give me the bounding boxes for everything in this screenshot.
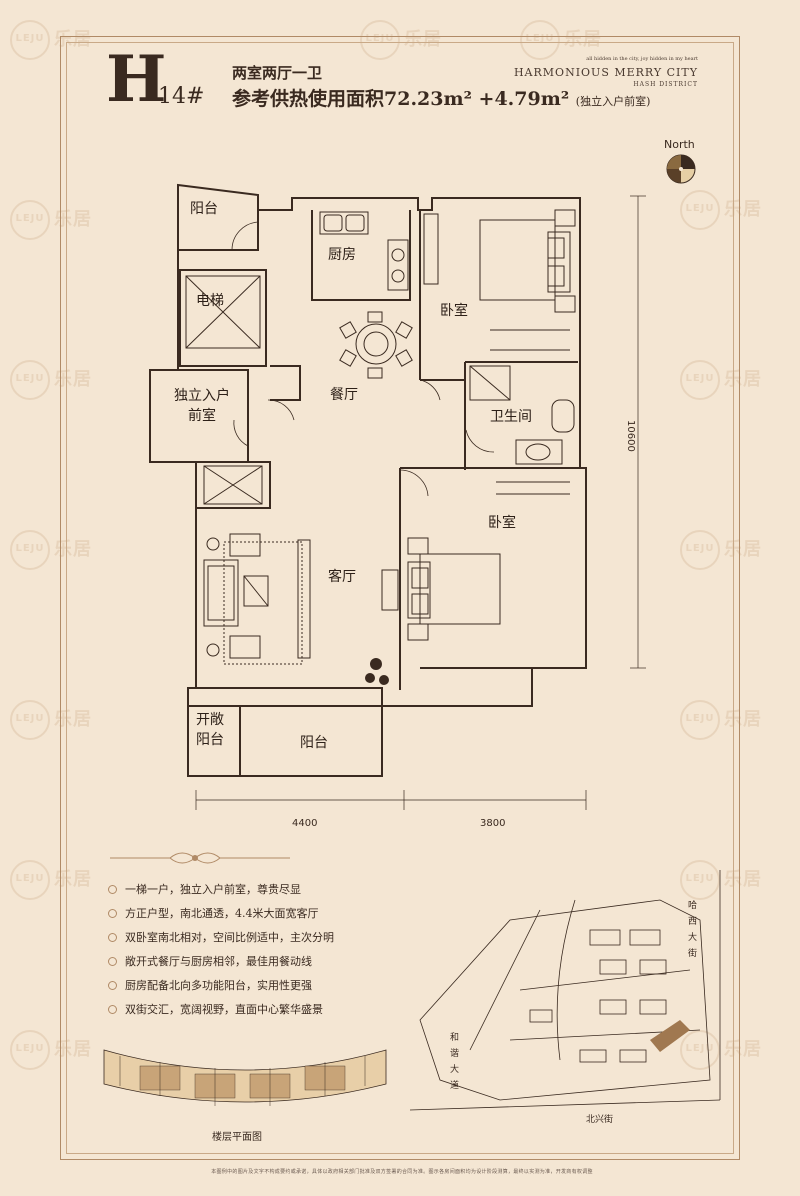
feature-item: 敞开式餐厅与厨房相邻，最佳用餐动线 [108,950,334,974]
dimension-width-left: 4400 [292,818,318,829]
area-description: 参考供热使用面积72.23m² +4.79m² (独立入户前室) [232,88,651,110]
room-label-kitchen: 厨房 [328,247,356,263]
room-label-bathroom: 卫生间 [490,409,532,425]
disclaimer-text: 本图例中的图片及文字不构成要约或承诺，具体以政府相关部门批准及双方签署的合同为准… [211,1169,593,1175]
dimension-width-right: 3800 [480,818,506,829]
ornament-divider-icon [110,852,290,864]
feature-item: 一梯一户，独立入户前室，尊贵尽显 [108,878,334,902]
open-balcony-line1: 开敞 [196,712,224,728]
brand-name: HARMONIOUS MERRY CITY [513,66,698,79]
floor-diagram [103,1049,387,1106]
area-note: (独立入户前室) [575,95,651,108]
bullet-icon [108,908,117,918]
outer-frame [60,36,740,1160]
brand-subtitle: HASH DISTRICT [633,81,698,88]
north-label: North [664,138,695,151]
layout-description: 两室两厅一卫 [232,64,323,82]
room-label-bedroom-south: 卧室 [488,515,516,531]
open-balcony-line2: 阳台 [196,732,224,748]
dimension-height: 10600 [625,420,636,452]
unit-type-letter: H [106,42,167,117]
room-label-open-balcony: 开敞 阳台 [196,710,224,750]
room-label-balcony-south: 阳台 [300,735,328,751]
building-number: 14# [158,84,205,109]
feature-item: 方正户型，南北通透，4.4米大面宽客厅 [108,902,334,926]
feature-item: 厨房配备北向多功能阳台，实用性更强 [108,974,334,998]
road-label-west: 和谐大道 [450,1033,460,1091]
room-label-entry: 独立入户 前室 [174,386,230,426]
bullet-icon [108,884,117,894]
room-label-balcony-north: 阳台 [190,201,218,217]
inner-frame [66,42,734,1154]
feature-item: 双街交汇，宽阔视野，直面中心繁华盛景 [108,998,334,1022]
road-label-east: 哈西大街 [688,901,698,959]
bullet-icon [108,1004,117,1014]
room-label-bedroom-north: 卧室 [440,303,468,319]
bullet-icon [108,956,117,966]
feature-list: 一梯一户，独立入户前室，尊贵尽显 方正户型，南北通透，4.4米大面宽客厅 双卧室… [108,878,334,1022]
entry-label-line1: 独立入户 [174,388,230,404]
entry-label-line2: 前室 [188,408,216,424]
road-label-south: 北兴街 [586,1115,614,1125]
floor-caption: 楼层平面图 [212,1132,262,1143]
room-label-dining: 餐厅 [330,387,358,403]
site-map [409,870,721,1111]
room-label-living: 客厅 [328,569,356,585]
compass-icon [666,154,696,184]
feature-item: 双卧室南北相对，空间比例适中，主次分明 [108,926,334,950]
brand-logo: all hidden in the city, joy hidden in my… [514,56,698,88]
bullet-icon [108,980,117,990]
room-label-elevator: 电梯 [196,293,224,309]
brand-slogan: all hidden in the city, joy hidden in my… [586,56,698,62]
bullet-icon [108,932,117,942]
